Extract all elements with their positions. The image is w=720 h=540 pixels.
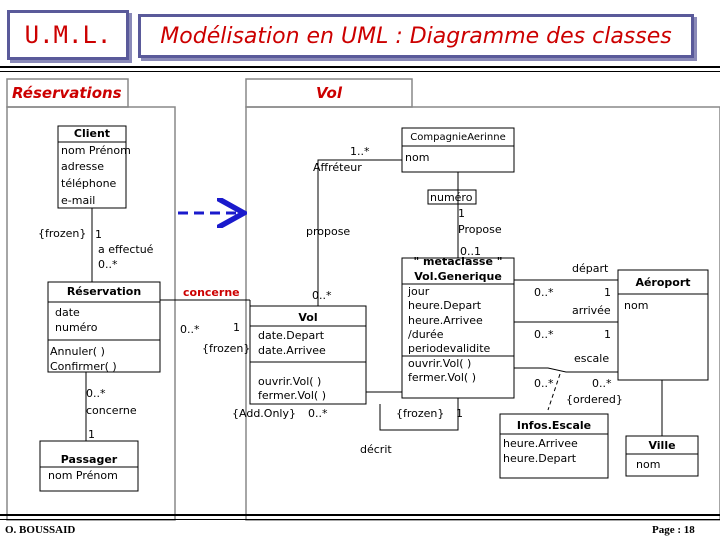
label-zero-n-client: 0..* bbox=[98, 258, 118, 271]
footer-rule bbox=[0, 514, 720, 516]
label-zero-n-passager: 0..* bbox=[86, 387, 106, 400]
label-decrit: décrit bbox=[360, 443, 392, 456]
package-reservations-title: Réservations bbox=[12, 84, 122, 102]
client-attr-adresse: adresse bbox=[61, 160, 105, 173]
label-escale: escale bbox=[574, 352, 610, 365]
label-one-concerne: 1 bbox=[233, 321, 240, 334]
vg-attr-jour: jour bbox=[408, 285, 430, 298]
label-zero-n-escale2: 0..* bbox=[592, 377, 612, 390]
header-rule-thin bbox=[0, 71, 720, 72]
label-frozen-vol: {frozen} bbox=[202, 342, 251, 355]
package-vol-tab bbox=[245, 78, 413, 108]
package-vol-title: Vol bbox=[316, 84, 342, 102]
vol-op-fermer: fermer.Vol( ) bbox=[258, 389, 326, 402]
class-passager-name: Passager bbox=[60, 453, 118, 466]
package-reservations-tab bbox=[6, 78, 129, 108]
label-zero-n-vol: 0..* bbox=[312, 289, 332, 302]
client-attr-nom: nom Prénom bbox=[61, 144, 131, 157]
class-client-name: Client bbox=[73, 127, 111, 140]
title-banner: Modélisation en UML : Diagramme des clas… bbox=[138, 14, 694, 58]
package-reservations bbox=[6, 106, 176, 521]
label-one-a: 1 bbox=[458, 207, 465, 220]
label-zero-n-addonly: 0..* bbox=[308, 407, 328, 420]
vg-attr-periode: periodevalidite bbox=[408, 342, 491, 355]
vol-attr-date-depart: date.Depart bbox=[258, 329, 325, 342]
class-vol-name: Vol bbox=[298, 311, 318, 324]
uml-logo: U.M.L. bbox=[7, 10, 129, 60]
reservation-attr-numero: numéro bbox=[55, 321, 98, 334]
package-vol bbox=[245, 106, 720, 521]
client-attr-email: e-mail bbox=[61, 194, 96, 207]
label-addonly: {Add.Only} bbox=[232, 407, 296, 420]
label-zero-n-arrivee: 0..* bbox=[534, 328, 554, 341]
class-ville-name: Ville bbox=[648, 439, 676, 452]
label-depart: départ bbox=[572, 262, 609, 275]
class-vol-generique-name: Vol.Generique bbox=[414, 270, 502, 283]
label-zero-n-concerne: 0..* bbox=[180, 323, 200, 336]
label-zero-n-depart: 0..* bbox=[534, 286, 554, 299]
aeroport-attr-nom: nom bbox=[624, 299, 649, 312]
reservation-attr-date: date bbox=[55, 306, 80, 319]
ville-attr-nom: nom bbox=[636, 458, 661, 471]
class-aeroport-box bbox=[617, 269, 709, 381]
class-ville-box bbox=[625, 435, 699, 477]
vg-attr-duree: /durée bbox=[408, 328, 444, 341]
reservation-op-annuler: Annuler( ) bbox=[50, 345, 105, 358]
label-mult-1n: 1..* bbox=[350, 145, 370, 158]
label-ordered: {ordered} bbox=[566, 393, 623, 406]
footer-rule-thin bbox=[0, 519, 720, 520]
logo-text: U.M.L. bbox=[24, 21, 112, 49]
compagnie-attr-nom: nom bbox=[405, 151, 430, 164]
class-vol-box bbox=[249, 305, 367, 405]
reservation-op-confirmer: Confirmer( ) bbox=[50, 360, 117, 373]
class-reservation-name: Réservation bbox=[66, 285, 142, 298]
label-one-passager: 1 bbox=[88, 428, 95, 441]
infos-escale-attr-arrivee: heure.Arrivee bbox=[503, 437, 578, 450]
label-frozen-client: {frozen} bbox=[38, 227, 87, 240]
label-propose-right: Propose bbox=[458, 223, 502, 236]
vol-op-ouvrir: ouvrir.Vol( ) bbox=[258, 375, 322, 388]
label-concerne-top: concerne bbox=[183, 286, 240, 299]
vol-attr-date-arrivee: date.Arrivee bbox=[258, 344, 326, 357]
label-propose-left: propose bbox=[306, 225, 351, 238]
header-rule bbox=[0, 66, 720, 68]
class-reservation-box bbox=[47, 281, 161, 373]
vg-attr-heure-arrivee: heure.Arrivee bbox=[408, 314, 483, 327]
vol-generique-stereotype: " metaclasse " bbox=[413, 255, 503, 268]
label-one-arrivee: 1 bbox=[604, 328, 611, 341]
label-zero-n-escale: 0..* bbox=[534, 377, 554, 390]
vg-attr-heure-depart: heure.Depart bbox=[408, 299, 482, 312]
class-infos-escale-name: Infos.Escale bbox=[516, 419, 592, 432]
label-one-vg: 1 bbox=[456, 407, 463, 420]
class-compagnie-name: CompagnieAerinne bbox=[410, 132, 506, 143]
label-zero-one: 0..1 bbox=[460, 245, 481, 258]
vg-op-fermer: fermer.Vol( ) bbox=[408, 371, 476, 384]
label-concerne-bottom: concerne bbox=[86, 404, 137, 417]
client-attr-telephone: téléphone bbox=[61, 177, 117, 190]
page-title: Modélisation en UML : Diagramme des clas… bbox=[160, 23, 672, 49]
passager-attr-nom: nom Prénom bbox=[48, 469, 118, 482]
class-aeroport-name: Aéroport bbox=[635, 276, 691, 289]
label-one-depart: 1 bbox=[604, 286, 611, 299]
label-numero: numéro bbox=[430, 191, 473, 204]
label-affreteur: Affréteur bbox=[313, 161, 362, 174]
infos-escale-attr-depart: heure.Depart bbox=[503, 452, 577, 465]
vg-op-ouvrir: ouvrir.Vol( ) bbox=[408, 357, 472, 370]
footer-page: Page : 18 bbox=[652, 524, 695, 536]
label-a-effectue: a effectué bbox=[98, 243, 154, 256]
label-frozen-vg: {frozen} bbox=[396, 407, 445, 420]
label-one-client: 1 bbox=[95, 228, 102, 241]
class-infos-escale-box bbox=[499, 413, 609, 479]
footer-author: O. BOUSSAID bbox=[5, 524, 76, 536]
label-arrivee: arrivée bbox=[572, 304, 611, 317]
class-passager-box bbox=[39, 440, 139, 492]
